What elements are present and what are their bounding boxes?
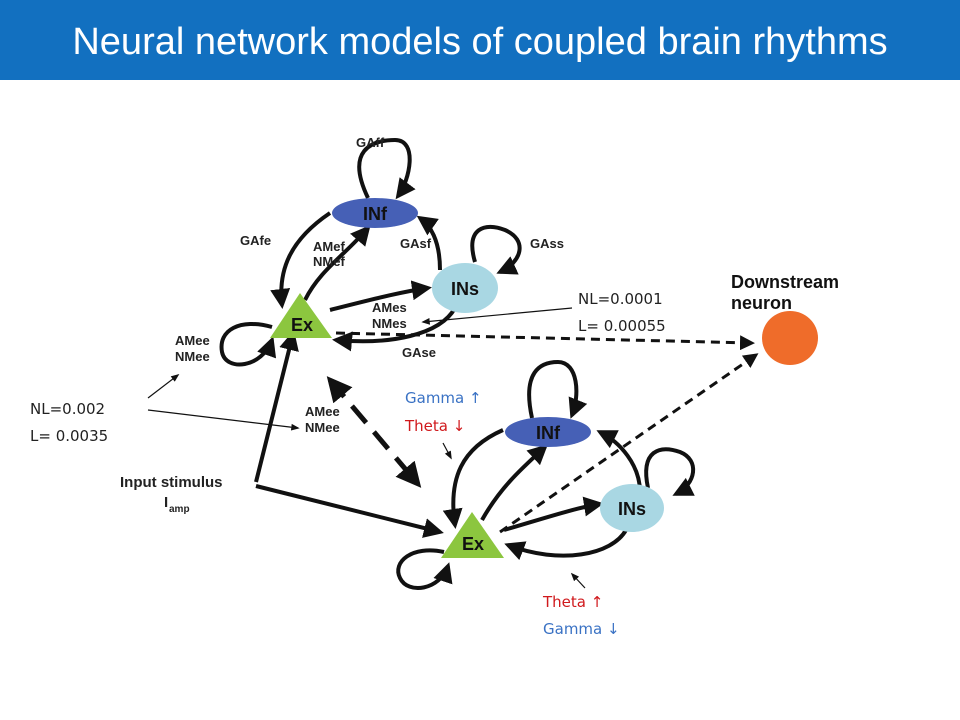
edge-gafe bbox=[270, 211, 332, 309]
upper-gamma-text: Gamma ↑ bbox=[405, 389, 482, 407]
label-gase: GAse bbox=[402, 345, 436, 360]
svg-text:neuron: neuron bbox=[731, 293, 792, 313]
input-edges bbox=[254, 330, 444, 538]
label-coupling-amee: AMee bbox=[305, 404, 340, 419]
lower-network-edges bbox=[396, 359, 696, 590]
label-nmes: NMes bbox=[372, 316, 407, 331]
output-l-text: L= 0.00055 bbox=[578, 317, 666, 335]
edge-lower-ee-loop bbox=[396, 548, 453, 590]
edge-input-upper bbox=[254, 330, 299, 483]
svg-text:Input stimulus: Input stimulus bbox=[120, 474, 223, 491]
label-gasf: GAsf bbox=[400, 236, 432, 251]
label-nmee: NMee bbox=[175, 349, 210, 364]
label-gafe: GAfe bbox=[240, 233, 271, 248]
lower-gamma-text: Gamma ↓ bbox=[543, 620, 620, 638]
svg-text:Ex: Ex bbox=[462, 534, 484, 554]
edge-gasf bbox=[416, 215, 442, 271]
edge-lower-ef bbox=[480, 444, 548, 521]
coupling-l-text: L= 0.0035 bbox=[30, 427, 108, 445]
edge-labels: GAff GAfe AMef NMef GAsf GAss AMes NMes … bbox=[175, 135, 564, 435]
output-annotation: NL=0.0001 L= 0.00055 bbox=[421, 290, 666, 335]
edge-lower-inf-loop bbox=[527, 359, 588, 419]
lower-theta-text: Theta ↑ bbox=[542, 593, 603, 611]
upper-network-edges bbox=[219, 137, 522, 367]
edge-amee-loop bbox=[219, 321, 277, 367]
upper-theta-text: Theta ↓ bbox=[404, 417, 465, 435]
edge-gaff-loop bbox=[357, 137, 416, 200]
upper-ex-node: Ex bbox=[270, 293, 332, 338]
label-coupling-nmee: NMee bbox=[305, 420, 340, 435]
output-nl-text: NL=0.0001 bbox=[578, 290, 663, 308]
label-gaff: GAff bbox=[356, 135, 385, 150]
edge-lower-se bbox=[504, 528, 628, 561]
svg-text:INs: INs bbox=[451, 279, 479, 299]
label-ames: AMes bbox=[372, 300, 407, 315]
label-nmef: NMef bbox=[313, 254, 345, 269]
input-stimulus-label: Input stimulus I amp bbox=[120, 474, 223, 515]
svg-text:INf: INf bbox=[363, 204, 388, 224]
svg-text:INf: INf bbox=[536, 423, 561, 443]
edge-coupling bbox=[326, 376, 422, 488]
coupling-nl-text: NL=0.002 bbox=[30, 400, 105, 418]
edge-ex-downstream-upper bbox=[335, 331, 755, 351]
svg-text:Ex: Ex bbox=[291, 315, 313, 335]
edge-ex-downstream-lower bbox=[499, 353, 759, 534]
edge-lower-ss-loop bbox=[644, 447, 696, 496]
edge-amef bbox=[303, 224, 371, 301]
coupling-annotation: NL=0.002 L= 0.0035 bbox=[30, 373, 300, 445]
edge-input-lower bbox=[255, 484, 444, 538]
title-bar bbox=[0, 0, 960, 80]
lower-ex-node: Ex bbox=[441, 512, 504, 558]
edge-lower-sf bbox=[596, 430, 642, 493]
lower-ins-node: INs bbox=[600, 484, 664, 532]
upper-inf-node: INf bbox=[332, 198, 418, 228]
edge-gase bbox=[332, 306, 457, 352]
downstream-neuron: Downstream neuron bbox=[731, 272, 839, 365]
lower-rhythm-annotation: Theta ↑ Gamma ↓ bbox=[542, 572, 620, 638]
lower-inf-node: INf bbox=[505, 417, 591, 447]
svg-text:amp: amp bbox=[169, 504, 190, 515]
upper-ins-node: INs bbox=[432, 263, 498, 313]
edge-lower-es bbox=[503, 496, 604, 532]
edge-ames bbox=[329, 280, 432, 312]
edge-lower-fe bbox=[442, 428, 504, 529]
label-gass: GAss bbox=[530, 236, 564, 251]
page-title: Neural network models of coupled brain r… bbox=[72, 21, 888, 63]
label-amee: AMee bbox=[175, 333, 210, 348]
svg-text:I: I bbox=[164, 494, 168, 511]
svg-text:Downstream: Downstream bbox=[731, 272, 839, 292]
label-amef: AMef bbox=[313, 239, 345, 254]
upper-rhythm-annotation: Gamma ↑ Theta ↓ bbox=[404, 389, 482, 460]
edge-gass-loop bbox=[470, 224, 522, 275]
svg-text:INs: INs bbox=[618, 499, 646, 519]
